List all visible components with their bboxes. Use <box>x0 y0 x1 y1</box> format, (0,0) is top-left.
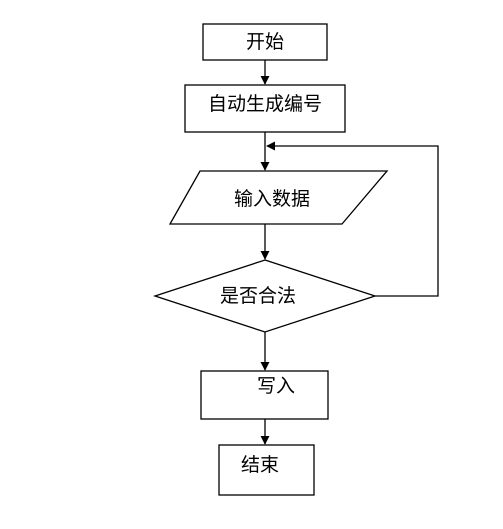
node-input-data: 输入数据 <box>168 170 389 225</box>
node-write: 写入 <box>200 370 329 420</box>
node-end-label: 结束 <box>241 454 279 476</box>
node-write-box <box>200 370 329 420</box>
node-auto-number-box <box>184 84 346 133</box>
node-start-label: 开始 <box>246 31 284 53</box>
edge-loop-back <box>266 141 439 297</box>
node-write-label: 写入 <box>257 375 295 397</box>
node-is-valid-label: 是否合法 <box>220 285 296 307</box>
node-end: 结束 <box>218 444 315 496</box>
node-auto-number: 自动生成编号 <box>184 84 346 133</box>
node-input-data-shape <box>168 170 389 225</box>
node-start-box <box>202 23 328 61</box>
node-start: 开始 <box>202 23 328 61</box>
node-is-valid: 是否合法 <box>152 259 378 333</box>
node-auto-number-label: 自动生成编号 <box>208 93 322 115</box>
node-end-box <box>218 444 315 496</box>
node-input-data-label: 输入数据 <box>234 188 310 210</box>
